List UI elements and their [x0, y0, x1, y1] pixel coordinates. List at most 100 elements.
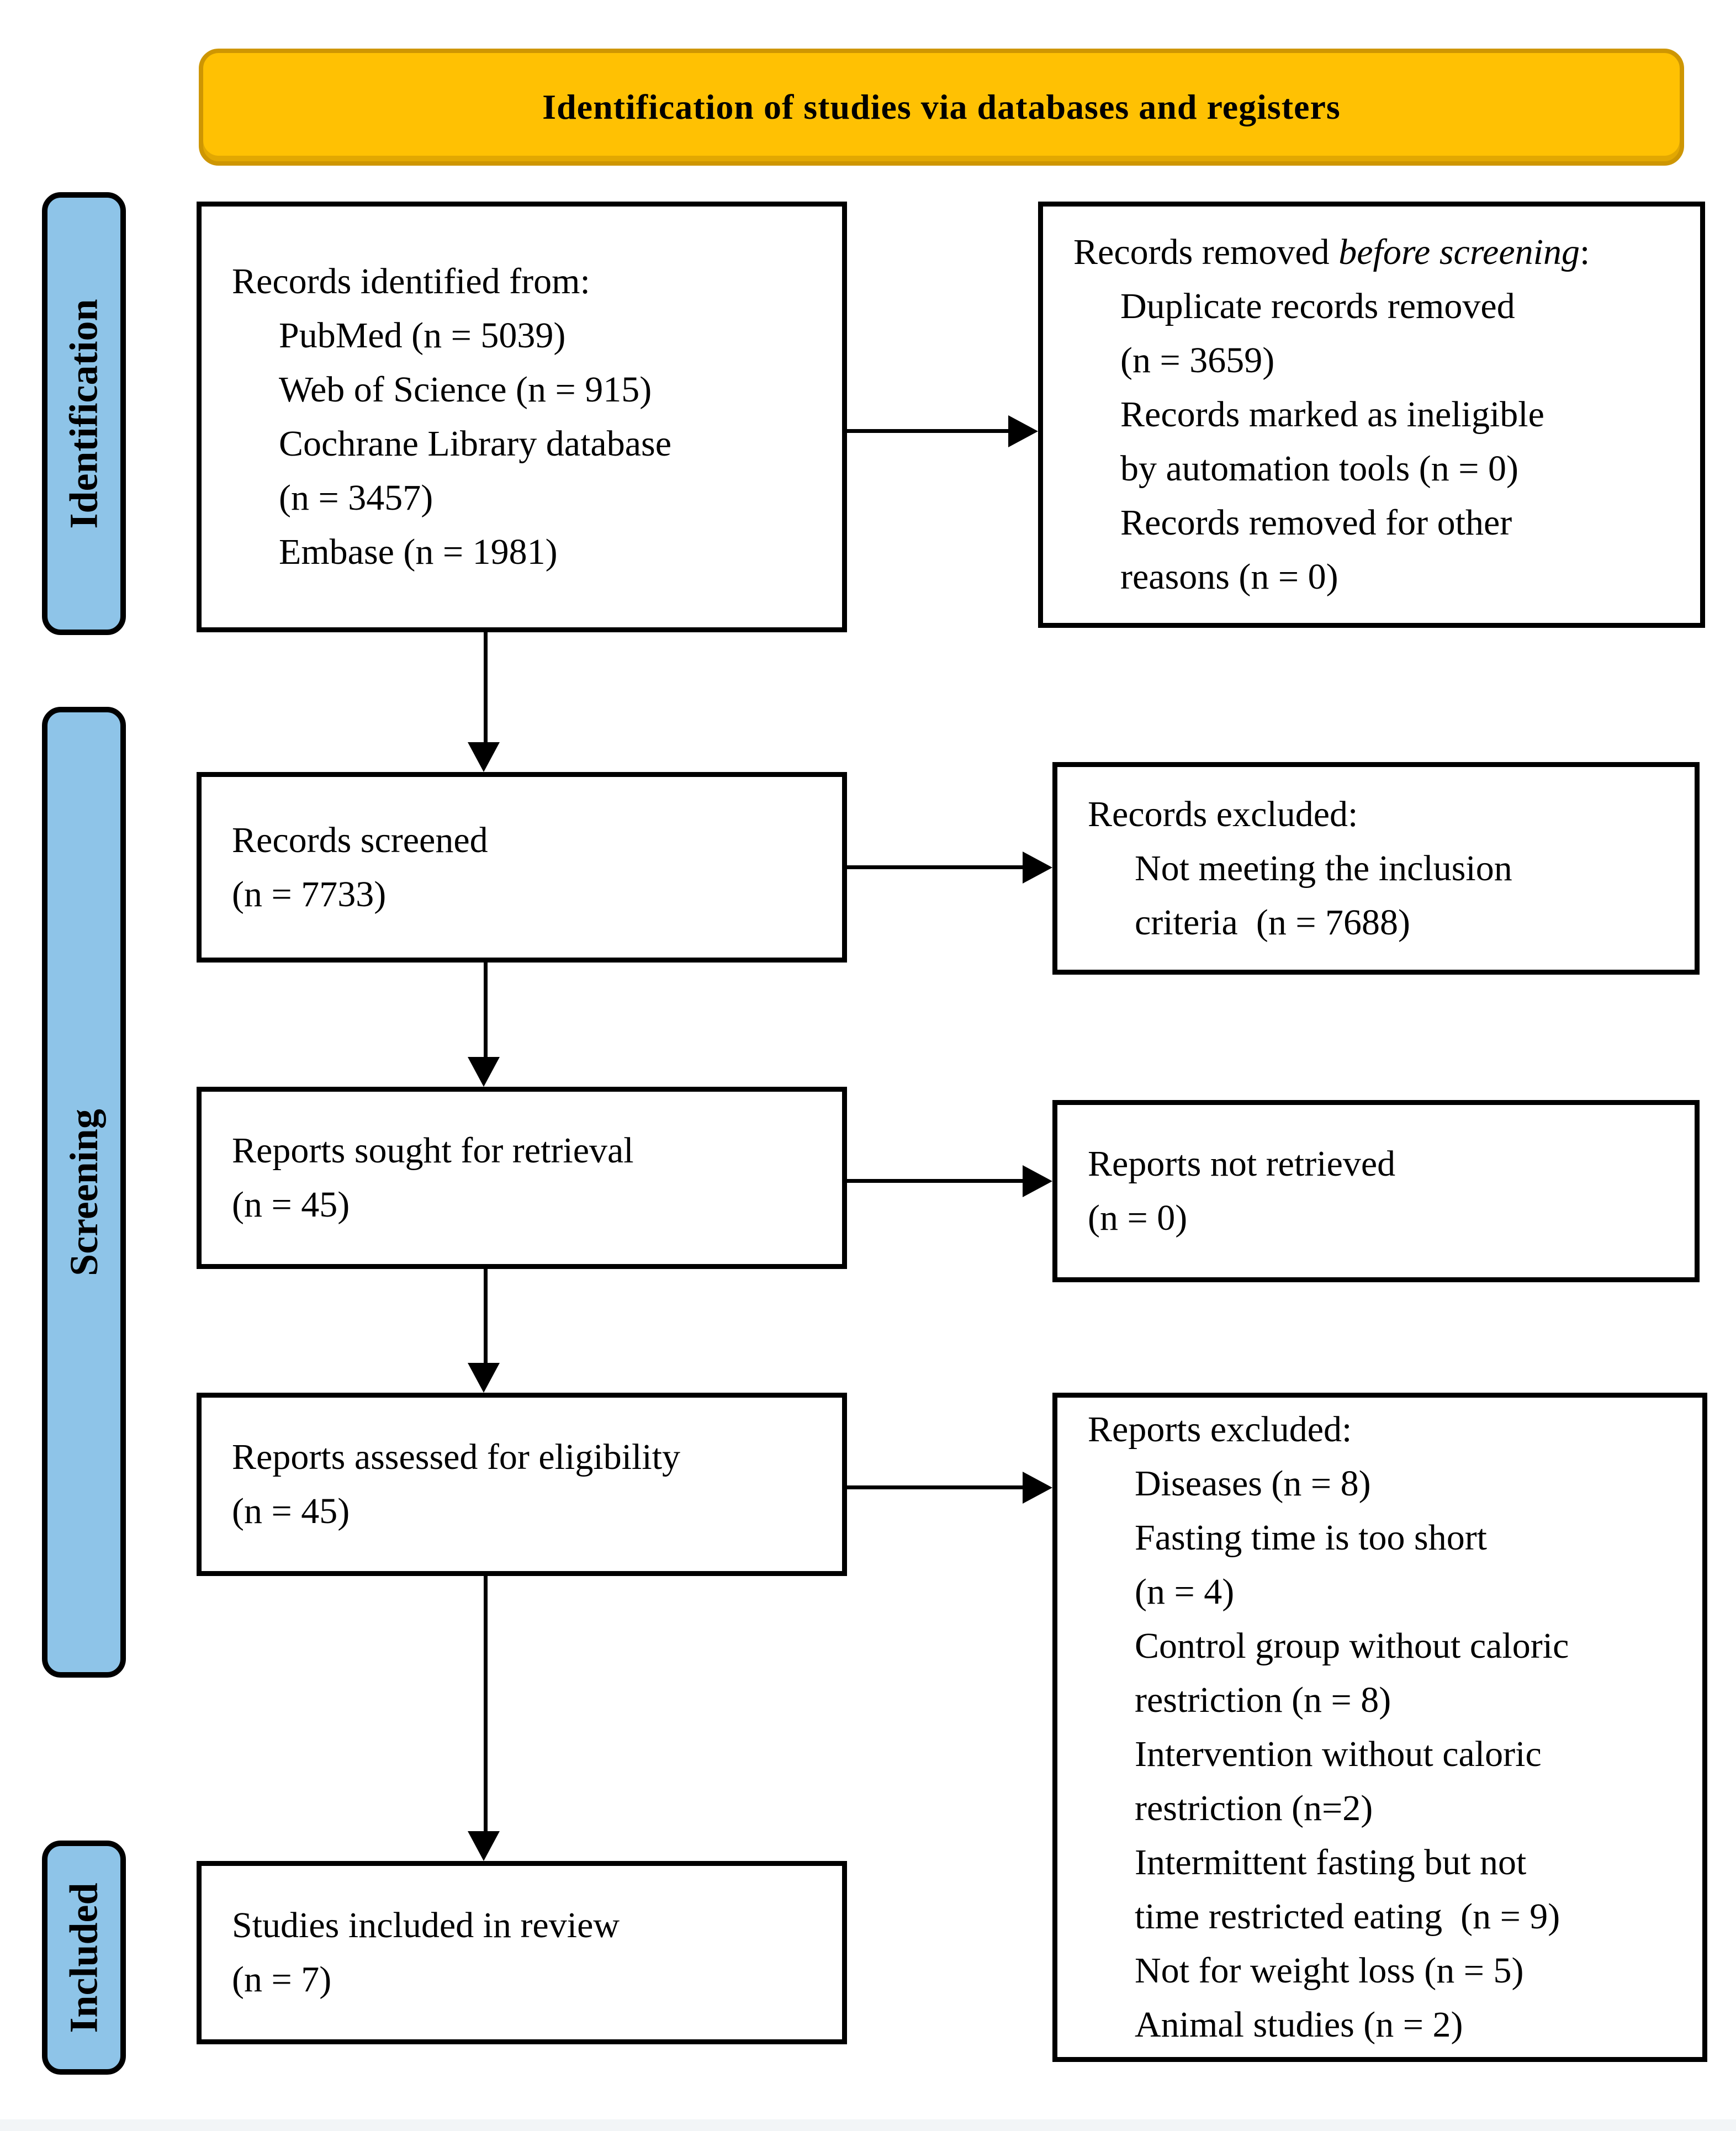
stage-label-included: Included	[42, 1841, 126, 2075]
box-line-segment: Reports excluded:	[1088, 1409, 1352, 1450]
box-line-segment: time restricted eating (n = 9)	[1135, 1896, 1560, 1937]
arrow-head-icon	[468, 742, 500, 772]
box-line-segment: restriction (n = 8)	[1135, 1680, 1391, 1720]
box-line-segment: Records removed for other	[1120, 503, 1512, 543]
box-line-segment: Records marked as ineligible	[1120, 394, 1544, 435]
page-bottom-strip	[0, 2119, 1736, 2131]
stage-label-screening: Screening	[42, 707, 126, 1678]
box-line: Fasting time is too short	[1088, 1511, 1691, 1565]
box-line: (n = 45)	[232, 1484, 827, 1538]
box-line-segment: Control group without caloric	[1135, 1626, 1569, 1666]
box-line: Web of Science (n = 915)	[232, 363, 827, 417]
box-line: Records screened	[232, 813, 827, 868]
box-line: Diseases (n = 8)	[1088, 1457, 1691, 1511]
box-line: Records marked as ineligible	[1073, 388, 1685, 442]
box-records-excluded: Records excluded: Not meeting the inclusi…	[1052, 762, 1700, 975]
box-line: Cochrane Library database	[232, 417, 827, 471]
box-line: Control group without caloric	[1088, 1619, 1691, 1673]
box-line: (n = 3659)	[1073, 334, 1685, 388]
header-banner: Identification of studies via databases …	[199, 49, 1684, 166]
box-line: Not meeting the inclusion	[1088, 842, 1679, 896]
box-records-identified: Records identified from: PubMed (n = 5039…	[197, 202, 847, 632]
arrow-head-icon	[468, 1057, 500, 1087]
box-line: Reports not retrieved	[1088, 1137, 1679, 1191]
box-line-segment: Reports assessed for eligibility	[232, 1437, 681, 1477]
box-line-segment: Embase (n = 1981)	[279, 532, 558, 572]
arrow-line	[847, 429, 1013, 433]
box-line: Reports sought for retrieval	[232, 1124, 827, 1178]
box-line-segment: Not meeting the inclusion	[1135, 848, 1512, 889]
box-line-segment: criteria (n = 7688)	[1135, 902, 1411, 943]
box-line-segment: Records excluded:	[1088, 794, 1358, 834]
box-line-segment: PubMed (n = 5039)	[279, 315, 566, 356]
box-line-segment: Reports sought for retrieval	[232, 1130, 634, 1171]
box-reports-assessed-for-eligibility: Reports assessed for eligibility (n = 45)	[197, 1393, 847, 1576]
stage-label-identification: Identification	[42, 192, 126, 635]
box-line-segment: Cochrane Library database	[279, 424, 671, 464]
box-line: Intervention without caloric	[1088, 1727, 1691, 1781]
box-line-segment: Reports not retrieved	[1088, 1144, 1396, 1184]
box-line-segment: (n = 0)	[1088, 1198, 1188, 1238]
arrow-head-icon	[468, 1363, 500, 1393]
box-line: Animal studies (n = 2)	[1088, 1998, 1691, 2052]
box-line: (n = 7)	[232, 1953, 827, 2007]
box-line-segment: (n = 3659)	[1120, 340, 1275, 380]
box-line-segment: :	[1580, 232, 1590, 272]
box-line-segment: reasons (n = 0)	[1120, 557, 1338, 597]
box-line-segment: (n = 4)	[1135, 1572, 1235, 1612]
arrow-line	[847, 1485, 1024, 1489]
box-line: (n = 4)	[1088, 1565, 1691, 1619]
box-line: (n = 45)	[232, 1178, 827, 1232]
arrow-head-icon	[1023, 1472, 1052, 1504]
box-records-removed-before-screening: Records removed before screening: Duplica…	[1038, 202, 1705, 628]
box-line-segment: Not for weight loss (n = 5)	[1135, 1950, 1524, 1991]
box-line-segment: Records identified from:	[232, 261, 590, 302]
box-line: Records removed before screening:	[1073, 225, 1685, 279]
box-line: Records excluded:	[1088, 787, 1679, 842]
box-reports-not-retrieved: Reports not retrieved (n = 0)	[1052, 1100, 1700, 1282]
box-studies-included-in-review: Studies included in review (n = 7)	[197, 1861, 847, 2044]
box-line: PubMed (n = 5039)	[232, 309, 827, 363]
box-line: Records removed for other	[1073, 496, 1685, 550]
box-reports-sought-for-retrieval: Reports sought for retrieval (n = 45)	[197, 1087, 847, 1269]
box-line: Intermittent fasting but not	[1088, 1836, 1691, 1890]
box-line: reasons (n = 0)	[1073, 550, 1685, 604]
box-line: Records identified from:	[232, 255, 827, 309]
box-line-segment: Fasting time is too short	[1135, 1517, 1488, 1558]
arrow-line	[847, 1179, 1024, 1183]
box-line: (n = 7733)	[232, 868, 827, 922]
box-line: by automation tools (n = 0)	[1073, 442, 1685, 496]
arrow-line	[484, 1269, 488, 1366]
arrow-line	[484, 963, 488, 1059]
box-line-segment: Duplicate records removed	[1120, 286, 1515, 326]
box-records-screened: Records screened (n = 7733)	[197, 772, 847, 963]
header-title: Identification of studies via databases …	[542, 87, 1341, 126]
box-line-segment: restriction (n=2)	[1135, 1788, 1373, 1828]
stage-label-identification-text: Identification	[61, 298, 106, 529]
box-line-segment: (n = 7)	[232, 1959, 332, 2000]
box-line-segment: Web of Science (n = 915)	[279, 369, 652, 410]
arrow-head-icon	[1023, 1165, 1052, 1197]
box-reports-excluded: Reports excluded: Diseases (n = 8) Fasting…	[1052, 1393, 1707, 2062]
box-line-segment: (n = 7733)	[232, 874, 387, 914]
box-line-segment: Records removed	[1073, 232, 1339, 272]
box-line: restriction (n=2)	[1088, 1781, 1691, 1836]
box-line-segment: Intervention without caloric	[1135, 1734, 1542, 1774]
box-line: Duplicate records removed	[1073, 279, 1685, 334]
box-line-segment: (n = 3457)	[279, 478, 433, 518]
box-line-segment: Diseases (n = 8)	[1135, 1463, 1371, 1504]
arrow-head-icon	[468, 1831, 500, 1861]
box-line: (n = 3457)	[232, 471, 827, 525]
box-line: time restricted eating (n = 9)	[1088, 1890, 1691, 1944]
box-line-segment: (n = 45)	[232, 1491, 350, 1531]
arrow-head-icon	[1008, 415, 1038, 447]
stage-label-screening-text: Screening	[61, 1108, 106, 1276]
box-line-segment: Intermittent fasting but not	[1135, 1842, 1527, 1883]
box-line-italic-segment: before screening	[1338, 232, 1580, 272]
box-line: Reports assessed for eligibility	[232, 1430, 827, 1484]
box-line: Embase (n = 1981)	[232, 525, 827, 579]
box-line-segment: Records screened	[232, 819, 488, 860]
box-line: Studies included in review	[232, 1899, 827, 1953]
arrow-line	[847, 865, 1024, 869]
box-line-segment: (n = 45)	[232, 1185, 350, 1225]
